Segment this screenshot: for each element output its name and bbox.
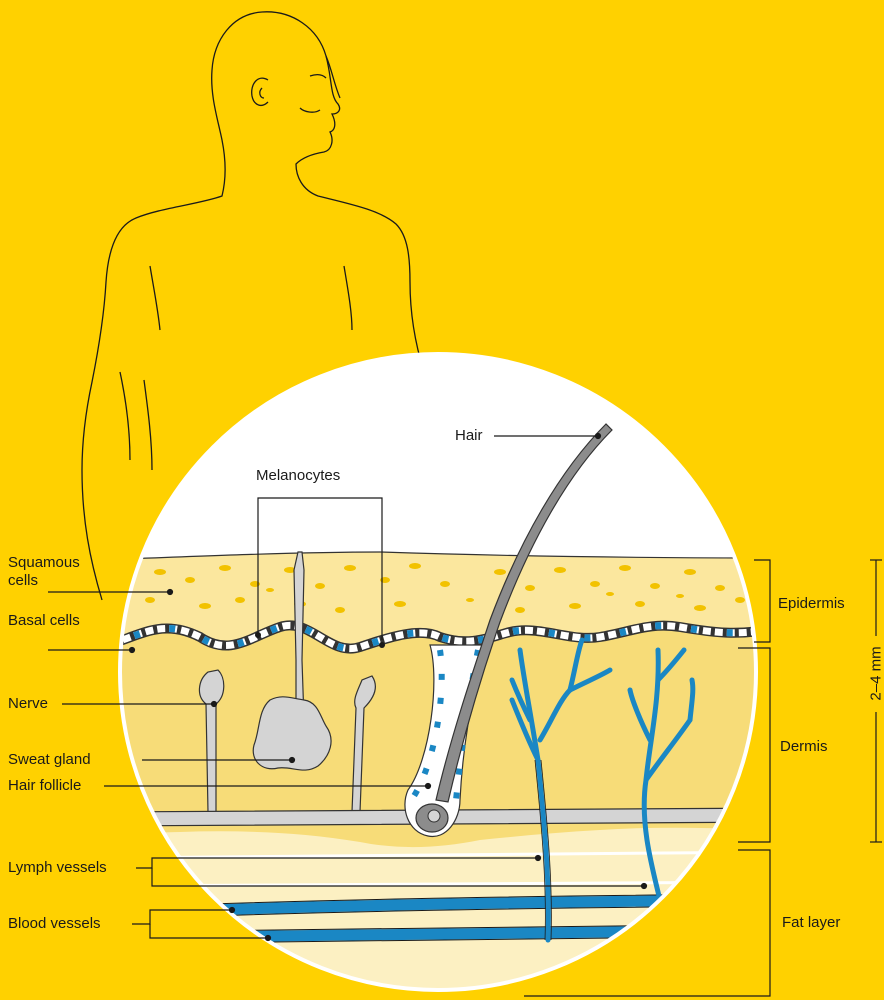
label-basal-cells: Basal cells <box>8 612 98 630</box>
label-dermis: Dermis <box>780 738 828 756</box>
blood-vessel <box>100 930 780 938</box>
label-melanocytes: Melanocytes <box>256 467 340 485</box>
label-blood-vessels: Blood vessels <box>8 915 101 933</box>
label-lymph-vessels: Lymph vessels <box>8 859 107 877</box>
label-hair: Hair <box>455 427 483 445</box>
melanocyte-dot <box>255 632 261 638</box>
label-sweat-gland: Sweat gland <box>8 751 91 769</box>
label-thickness: 2–4 mm <box>868 644 884 704</box>
melanocyte-dot <box>379 642 385 648</box>
label-fat-layer: Fat layer <box>782 914 840 932</box>
label-nerve: Nerve <box>8 695 48 713</box>
gland-duct <box>294 552 304 720</box>
label-squamous-cells: Squamous cells <box>8 554 98 590</box>
label-epidermis: Epidermis <box>778 595 845 613</box>
label-hair-follicle: Hair follicle <box>8 777 81 795</box>
